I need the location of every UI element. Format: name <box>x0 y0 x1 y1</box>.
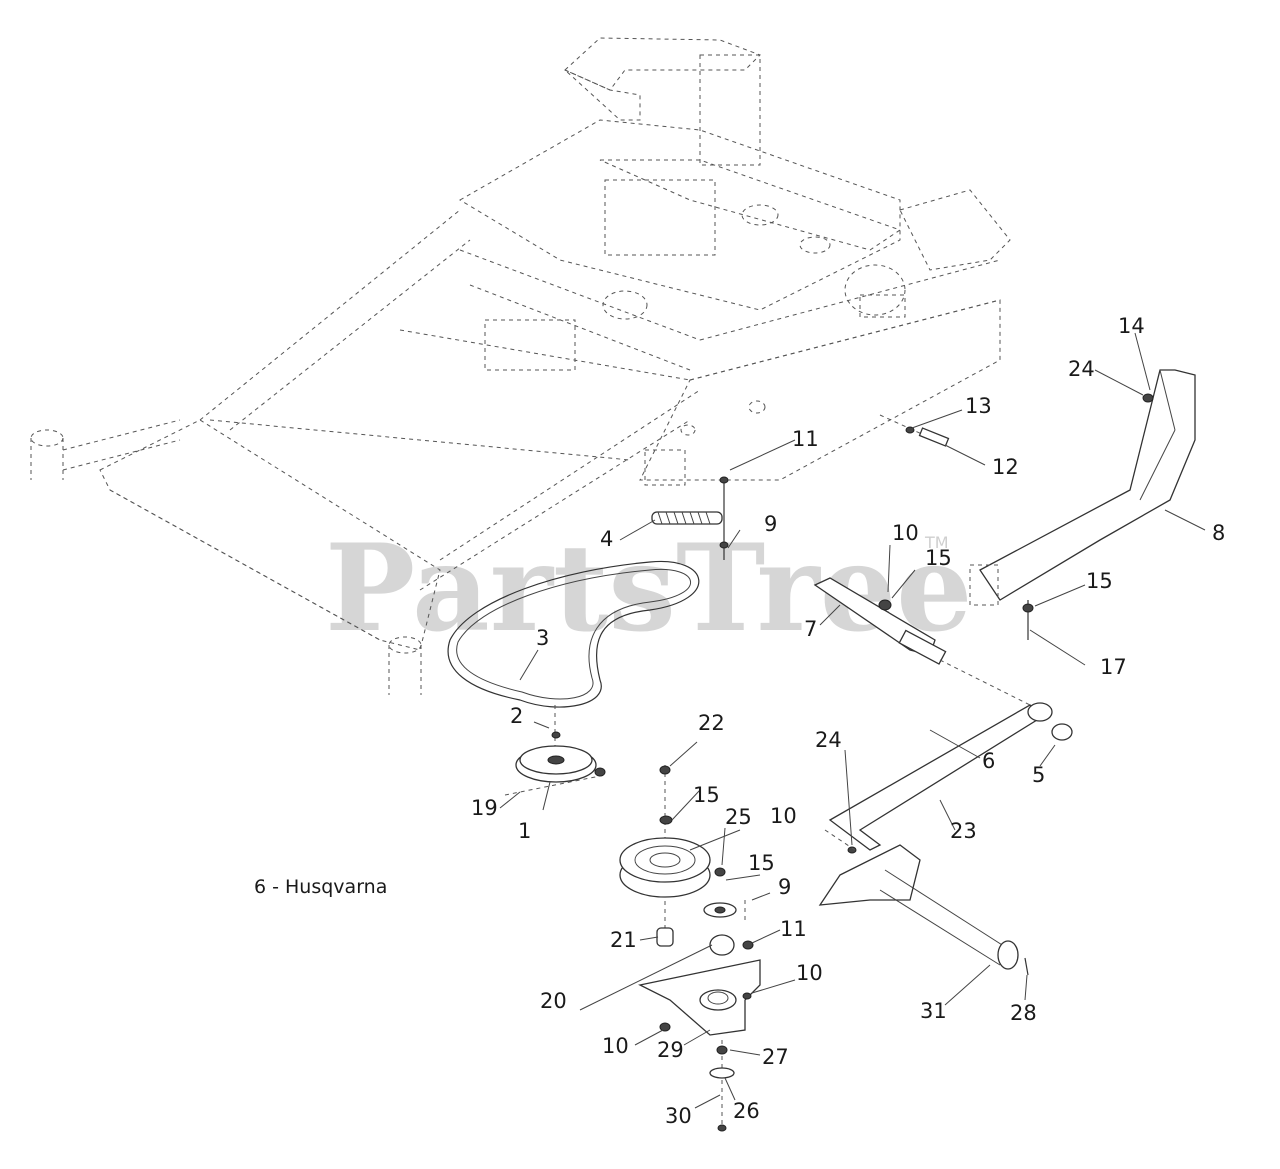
callout-11-upper: 11 <box>792 427 819 451</box>
callout-15-washer: 15 <box>748 851 775 875</box>
leader-lines <box>499 332 1206 1109</box>
callout-labels: 1 2 3 4 5 6 7 8 9 9 10 10 10 10 11 11 12… <box>471 314 1225 1128</box>
callout-19: 19 <box>471 796 498 820</box>
chassis-frame <box>30 37 1011 695</box>
callout-10-upper: 10 <box>892 521 919 545</box>
callout-20: 20 <box>540 989 567 1013</box>
callout-10-right: 10 <box>796 961 823 985</box>
callout-22: 22 <box>698 711 725 735</box>
callout-13: 13 <box>965 394 992 418</box>
callout-10-pulley: 10 <box>770 804 797 828</box>
callout-27: 27 <box>762 1045 789 1069</box>
callout-30: 30 <box>665 1104 692 1128</box>
pivot-shaft <box>813 577 1031 706</box>
callout-31: 31 <box>920 999 947 1023</box>
watermark-tm: TM <box>924 533 949 552</box>
callout-21: 21 <box>610 928 637 952</box>
callout-15-right: 15 <box>1086 569 1113 593</box>
callout-10-left: 10 <box>602 1034 629 1058</box>
callout-29: 29 <box>657 1038 684 1062</box>
diagram-caption: 6 - Husqvarna <box>254 876 387 898</box>
callout-4: 4 <box>600 527 613 551</box>
callout-14: 14 <box>1118 314 1145 338</box>
callout-15-upper: 15 <box>925 546 952 570</box>
callout-5: 5 <box>1032 763 1045 787</box>
callout-1: 1 <box>518 819 531 843</box>
tension-spring <box>651 511 723 525</box>
callout-24-upper: 24 <box>1068 357 1095 381</box>
callout-17: 17 <box>1100 655 1127 679</box>
watermark: PartsTree <box>325 518 972 659</box>
idler-pulley-assembly <box>619 765 761 1132</box>
callout-26: 26 <box>733 1099 760 1123</box>
bolt-upper <box>719 476 729 560</box>
callout-12: 12 <box>992 455 1019 479</box>
lever-arm <box>818 702 1073 976</box>
callout-6: 6 <box>982 749 995 773</box>
callout-24-lower: 24 <box>815 728 842 752</box>
callout-7: 7 <box>804 617 817 641</box>
callout-28: 28 <box>1010 1001 1037 1025</box>
callout-15-pulley: 15 <box>693 783 720 807</box>
callout-11-lower: 11 <box>780 917 807 941</box>
callout-9-upper: 9 <box>764 512 777 536</box>
callout-3: 3 <box>536 626 549 650</box>
drive-pulley <box>504 705 606 796</box>
bolt-12 <box>879 414 950 447</box>
callout-25: 25 <box>725 805 752 829</box>
callout-2: 2 <box>510 704 523 728</box>
callout-8: 8 <box>1212 521 1225 545</box>
callout-9-lower: 9 <box>778 875 791 899</box>
idler-arm-bracket <box>969 369 1196 640</box>
callout-23: 23 <box>950 819 977 843</box>
drive-belt <box>447 560 700 708</box>
